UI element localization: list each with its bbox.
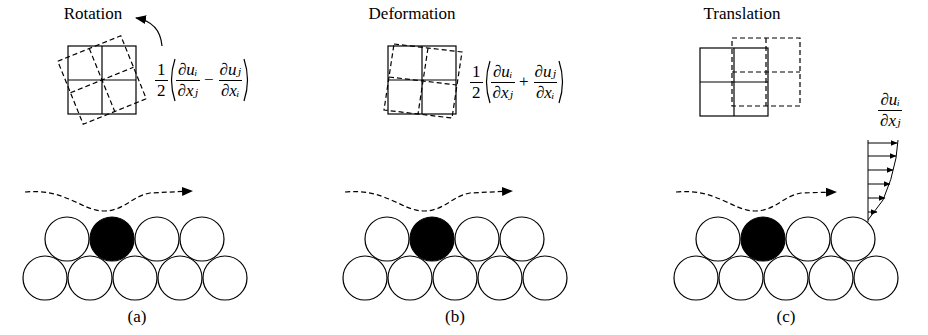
operator: +: [515, 72, 533, 92]
numerator: 1: [155, 60, 168, 80]
panel-title: Translation: [704, 4, 781, 24]
label-holder: (b): [445, 307, 465, 327]
parenthesis-stroke: [486, 61, 490, 103]
formula-term: +: [515, 72, 533, 92]
grain-path-arrow: [345, 191, 512, 211]
panel-caption: (b): [445, 307, 465, 327]
solid-element: [388, 46, 456, 114]
label-holder: Translation: [704, 4, 781, 24]
rotated-element: [58, 36, 147, 125]
formula-term: ∂uᵢ∂xⱼ: [176, 60, 200, 100]
label-holder: (c): [777, 307, 796, 327]
rotation-arrow: [136, 18, 162, 46]
grain-bed: [23, 217, 247, 300]
denominator: ∂xⱼ: [878, 110, 902, 131]
numerator: ∂uⱼ: [218, 60, 243, 80]
label-holder: (a): [128, 307, 147, 327]
denominator: ∂xⱼ: [176, 80, 200, 101]
denominator: ∂xᵢ: [219, 80, 242, 101]
parenthesis: [483, 59, 491, 105]
operator: −: [200, 70, 218, 90]
parenthesis-stroke: [171, 59, 175, 101]
formula: 12 ∂uᵢ∂xⱼ−∂uⱼ∂xᵢ: [155, 57, 251, 103]
formula-term: [483, 59, 491, 105]
label-holder: Deformation: [369, 4, 456, 24]
parenthesis: [243, 57, 251, 103]
formula-term: ∂uᵢ∂xⱼ: [491, 62, 515, 102]
formula-term: 12: [470, 62, 483, 102]
numerator: ∂uᵢ: [176, 60, 200, 80]
parenthesis-stroke: [244, 59, 248, 101]
formula-term: [243, 57, 251, 103]
numerator: ∂uᵢ: [491, 62, 515, 82]
label-holder: Rotation: [64, 4, 123, 24]
panel-caption: (c): [777, 307, 796, 327]
denominator: 2: [155, 80, 168, 101]
parenthesis: [168, 57, 176, 103]
parenthesis: [558, 59, 566, 105]
formula-term: −: [200, 70, 218, 90]
panel-title: Deformation: [369, 4, 456, 24]
formula-term: 12: [155, 60, 168, 100]
numerator: 1: [470, 62, 483, 82]
grain-path-arrow: [25, 191, 192, 211]
formula: ∂uᵢ∂xⱼ: [878, 90, 902, 130]
formula-term: ∂uᵢ∂xⱼ: [878, 90, 902, 130]
numerator: ∂uᵢ: [878, 90, 902, 110]
denominator: ∂xⱼ: [491, 82, 515, 103]
formula-term: ∂uⱼ∂xᵢ: [218, 60, 243, 100]
formula-term: [168, 57, 176, 103]
grain-path-arrow: [676, 192, 836, 211]
grain-bed: [343, 217, 567, 300]
grain-bed: [674, 217, 898, 300]
denominator: ∂xᵢ: [534, 82, 557, 103]
solid-element: [68, 46, 136, 114]
velocity-profile: [868, 140, 898, 222]
sheared-element: [384, 44, 462, 118]
denominator: 2: [470, 82, 483, 103]
formula-term: [558, 59, 566, 105]
numerator: ∂uⱼ: [533, 62, 558, 82]
translated-element: [732, 38, 800, 106]
panel-caption: (a): [128, 307, 147, 327]
parenthesis-stroke: [559, 61, 563, 103]
formula-term: ∂uⱼ∂xᵢ: [533, 62, 558, 102]
panel-title: Rotation: [64, 4, 123, 24]
formula: 12 ∂uᵢ∂xⱼ+∂uⱼ∂xᵢ: [470, 59, 566, 105]
